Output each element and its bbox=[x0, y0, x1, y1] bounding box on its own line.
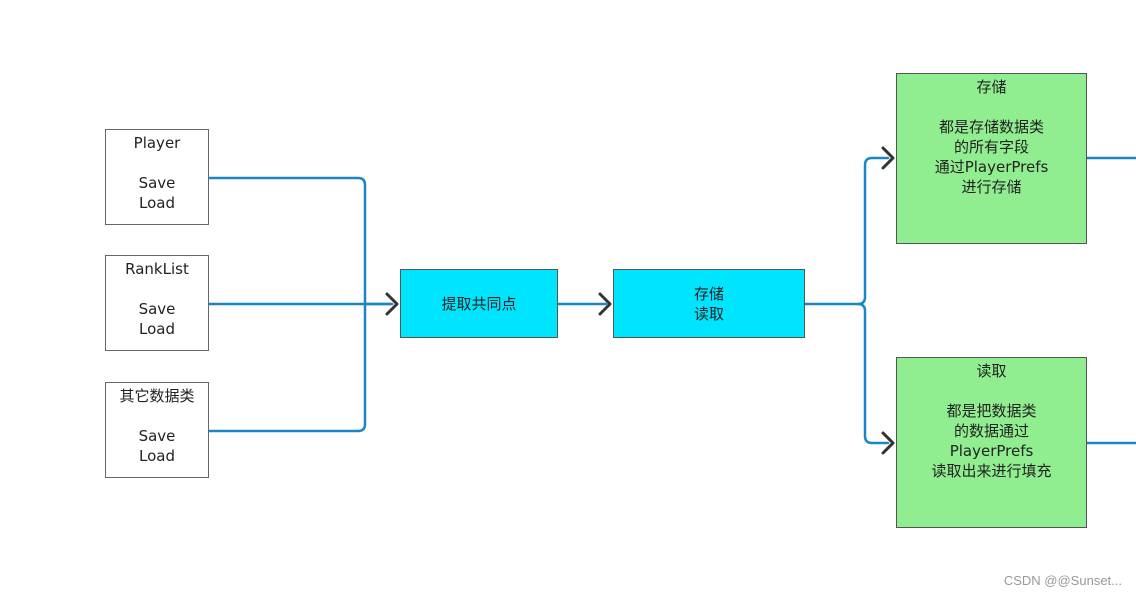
node-player-load: Load bbox=[139, 194, 175, 212]
node-saveload-line1: 存储 bbox=[693, 284, 724, 303]
arrowhead-save bbox=[881, 146, 895, 170]
node-player-save: Save bbox=[138, 174, 176, 192]
connector-saveload-to-load bbox=[856, 302, 890, 445]
spacer bbox=[106, 279, 208, 299]
node-save-desc-line: 通过PlayerPrefs bbox=[934, 158, 1049, 176]
spacer bbox=[897, 381, 1086, 401]
node-extract-label: 提取共同点 bbox=[441, 294, 517, 313]
arrowhead-load bbox=[881, 431, 895, 455]
node-load-desc-line: 读取出来进行填充 bbox=[931, 462, 1052, 480]
node-load-desc-line: PlayerPrefs bbox=[949, 442, 1034, 460]
node-save: 存储 都是存储数据类 的所有字段 通过PlayerPrefs 进行存储 bbox=[896, 73, 1087, 244]
node-load-desc-line: 都是把数据类 bbox=[946, 402, 1037, 420]
node-player-title: Player bbox=[133, 134, 181, 152]
node-ranklist-title: RankList bbox=[125, 260, 189, 278]
node-player: Player Save Load bbox=[105, 129, 209, 225]
node-save-desc-line: 都是存储数据类 bbox=[938, 118, 1044, 136]
connector-player-to-extract bbox=[207, 176, 394, 306]
node-save-desc-line: 的所有字段 bbox=[953, 138, 1029, 156]
node-extract-common: 提取共同点 bbox=[400, 269, 558, 338]
arrowhead-saveload bbox=[598, 292, 612, 316]
node-load: 读取 都是把数据类 的数据通过 PlayerPrefs 读取出来进行填充 bbox=[896, 357, 1087, 528]
node-load-desc-line: 的数据通过 bbox=[953, 422, 1029, 440]
connector-saveload-split bbox=[803, 156, 890, 306]
arrowhead-extract bbox=[385, 292, 399, 316]
node-other-title: 其它数据类 bbox=[119, 387, 195, 405]
node-save-load: 存储 读取 bbox=[613, 269, 805, 338]
node-other-load: Load bbox=[139, 447, 175, 465]
node-other-data-classes: 其它数据类 Save Load bbox=[105, 382, 209, 478]
node-save-title: 存储 bbox=[976, 78, 1007, 96]
connector-other-to-extract bbox=[207, 302, 367, 433]
node-ranklist-load: Load bbox=[139, 320, 175, 338]
spacer bbox=[897, 97, 1086, 117]
node-load-title: 读取 bbox=[976, 362, 1007, 380]
spacer bbox=[106, 406, 208, 426]
watermark: CSDN @@Sunset... bbox=[1003, 573, 1122, 588]
node-ranklist-save: Save bbox=[138, 300, 176, 318]
node-saveload-line2: 读取 bbox=[693, 304, 724, 323]
node-other-save: Save bbox=[138, 427, 176, 445]
spacer bbox=[106, 153, 208, 173]
node-save-desc-line: 进行存储 bbox=[961, 178, 1022, 196]
node-ranklist: RankList Save Load bbox=[105, 255, 209, 351]
